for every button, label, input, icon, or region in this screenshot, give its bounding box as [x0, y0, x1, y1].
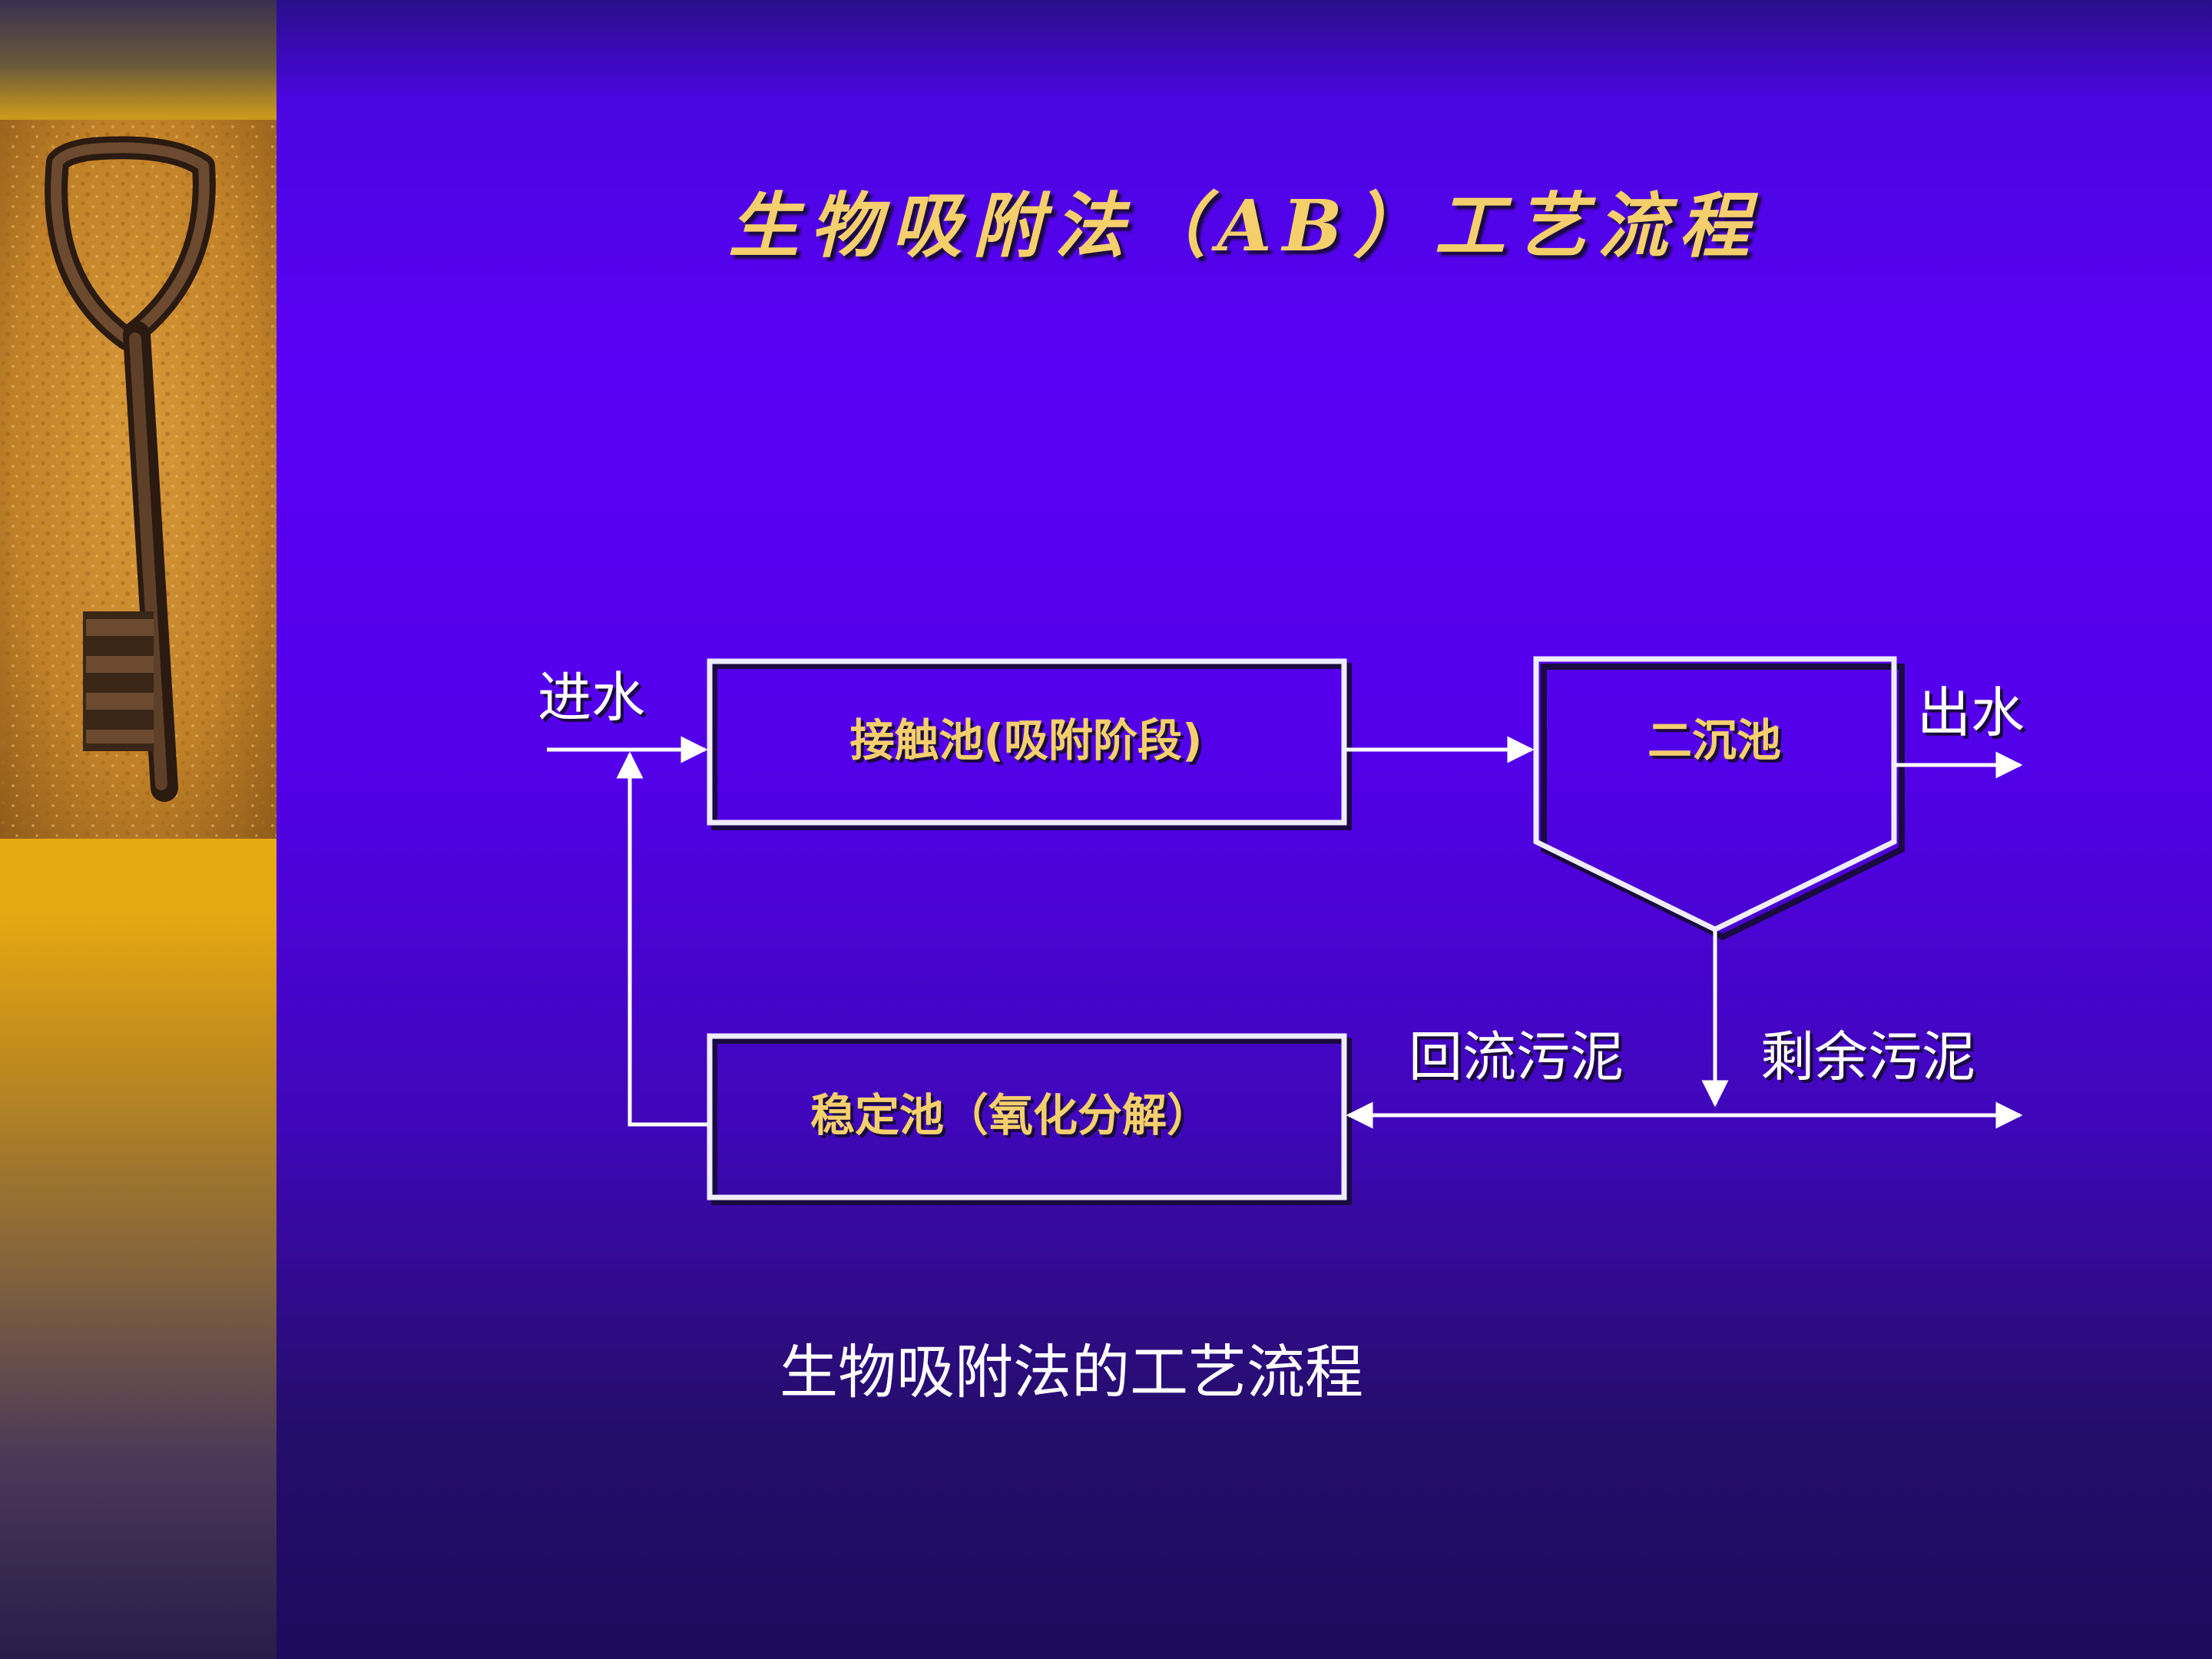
stabilization-tank-label-shadow: 稳定池（氧化分解）	[813, 1092, 1214, 1144]
influent-label-shadow: 进水	[541, 669, 648, 732]
recycle-to-influent-arrow	[616, 751, 708, 1127]
return-sludge-label-shadow: 回流污泥	[1412, 1028, 1627, 1091]
return-sludge-label: 回流污泥	[1409, 1025, 1624, 1088]
secondary-clarifier-label: 二沉池	[1647, 714, 1781, 767]
excess-sludge-label: 剩余污泥	[1760, 1025, 1975, 1088]
excess-sludge-label-shadow: 剩余污泥	[1763, 1028, 1979, 1091]
contact-tank-label-shadow: 接触池(吸附阶段)	[853, 717, 1205, 770]
effluent-label-shadow: 出水	[1920, 684, 2028, 747]
slide-title: 生物吸附法（AB）工艺流程	[728, 184, 1760, 267]
effluent-label: 出水	[1917, 681, 2025, 744]
stabilization-tank-box	[707, 1033, 1347, 1200]
secondary-clarifier-shape	[1533, 656, 1897, 932]
old-key-photo	[0, 120, 276, 839]
contact-tank-label: 接触池(吸附阶段)	[849, 714, 1202, 767]
figure-caption: 生物吸附法的工艺流程	[780, 1338, 1363, 1406]
influent-label: 进水	[538, 666, 645, 729]
stabilization-tank-label: 稳定池（氧化分解）	[810, 1089, 1211, 1141]
key-icon	[45, 136, 216, 802]
contact-tank-box	[707, 658, 1347, 826]
secondary-clarifier-label-shadow: 二沉池	[1651, 717, 1784, 770]
